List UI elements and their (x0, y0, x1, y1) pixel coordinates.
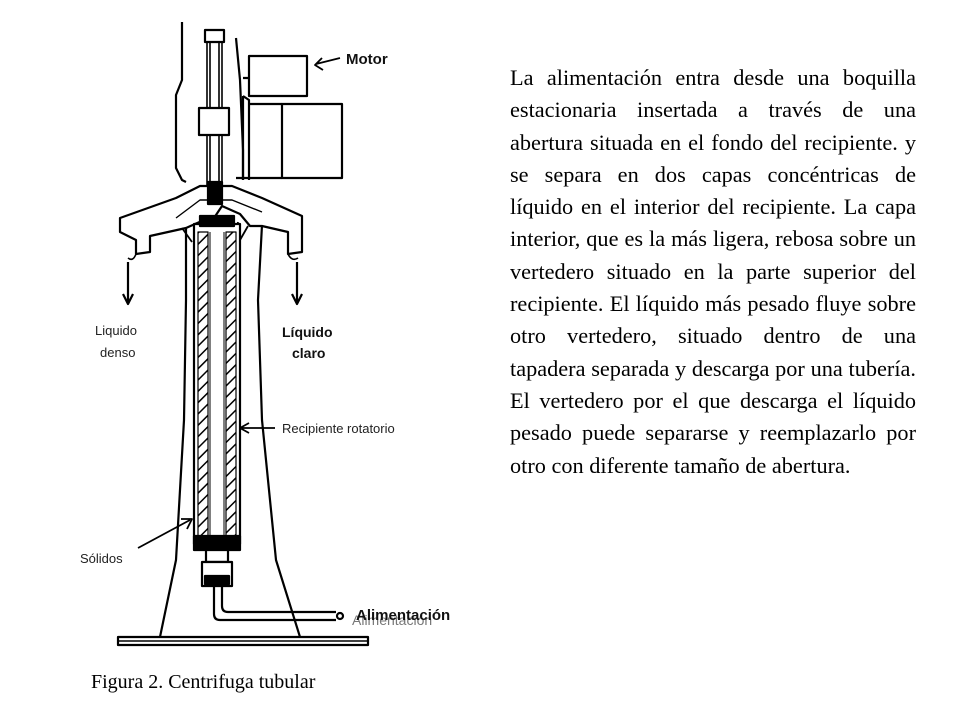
spout-right (287, 253, 299, 261)
bowl-bottom-neck (204, 548, 230, 564)
label-liquido-denso-2: denso (100, 345, 135, 360)
bowl-top-cap (198, 214, 236, 228)
bowl-inner-left (197, 231, 209, 539)
motor-leader (314, 57, 341, 71)
figure-caption: Figura 2. Centrifuga tubular (91, 671, 316, 693)
label-alimentacion: Alimentación (356, 607, 450, 624)
frame-outline (158, 22, 302, 638)
recipiente-leader (239, 422, 275, 434)
feed-pipe (212, 586, 336, 622)
label-liquido-claro-2: claro (292, 345, 325, 361)
nozzle-top (206, 180, 224, 206)
motor-assembly (236, 54, 344, 180)
motor-body-outline (241, 76, 251, 180)
motor-body (280, 102, 344, 180)
description-paragraph: La alimentación entra desde una boquilla… (510, 65, 916, 478)
spout-left (127, 253, 137, 261)
weir-marks (181, 221, 249, 243)
heavy-liquid-arrow (122, 262, 134, 306)
bowl-inner-right (225, 231, 237, 539)
centrifuge-drawing (116, 22, 370, 647)
light-liquid-arrow (291, 262, 303, 306)
label-liquido-denso-1: Liquido (95, 323, 137, 338)
label-solidos: Sólidos (80, 551, 123, 566)
coupling (197, 106, 231, 137)
label-liquido-claro-1: Líquido (282, 324, 333, 340)
rotating-bowl (192, 214, 242, 564)
spindle-top-cap (203, 28, 226, 44)
label-recipiente-rotatorio: Recipiente rotatorio (282, 421, 395, 436)
solidos-leader (137, 518, 193, 549)
bowl-bottom-cap (192, 534, 242, 552)
label-motor: Motor (346, 51, 388, 68)
feed-inlet (335, 611, 345, 621)
motor-top-housing (247, 54, 309, 98)
feed-nozzle-ring (203, 574, 231, 586)
label-alimentacion-ghost: Alimentación (352, 612, 432, 628)
